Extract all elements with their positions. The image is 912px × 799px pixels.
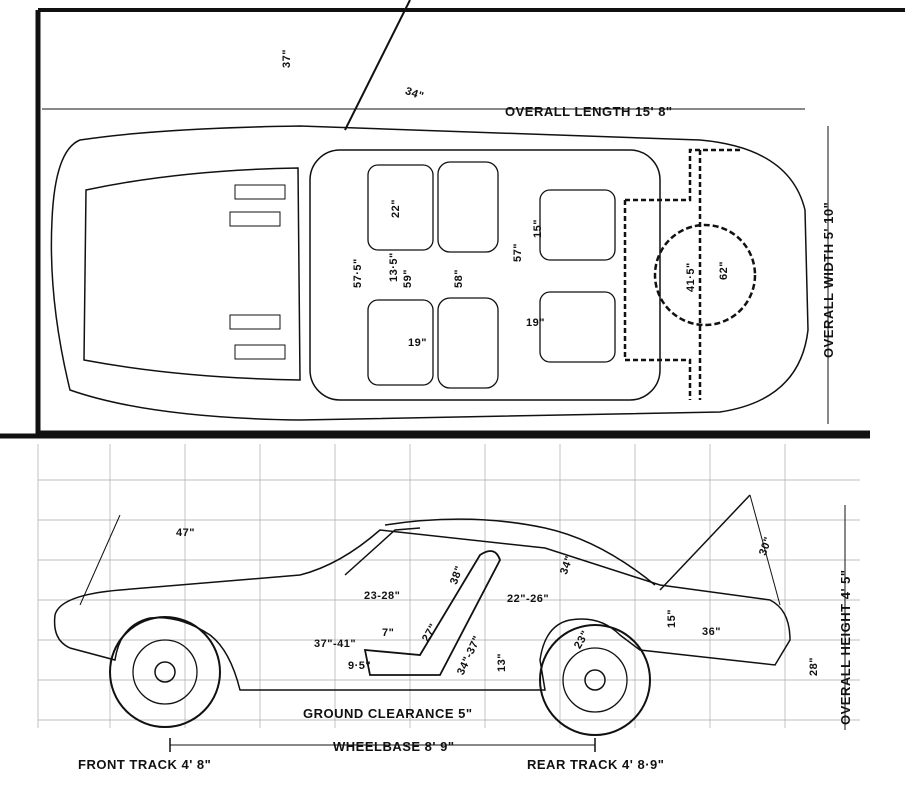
grid-lines	[37, 444, 860, 728]
dim-rear-leg: 22"-26"	[507, 593, 550, 605]
dim-floor-height: 13"	[496, 653, 508, 672]
dim-front-seat-width: 19"	[408, 337, 427, 349]
dim-cabin-width: 57·5"	[352, 258, 364, 288]
dim-boot-length: 36"	[702, 626, 721, 638]
dim-front-leg: 23-28"	[364, 590, 401, 602]
dim-seat-cushion: 7"	[382, 627, 395, 639]
plan-body-outline	[50, 125, 809, 421]
rear-track-label: REAR TRACK 4' 8·9"	[527, 757, 665, 772]
plan-seats	[367, 161, 616, 389]
dim-rear-seat-width: 19"	[526, 317, 545, 329]
overall-height-label: OVERALL HEIGHT 4' 5"	[838, 569, 853, 725]
overall-length-label: OVERALL LENGTH 15' 8"	[505, 104, 673, 119]
ground-clearance-label: GROUND CLEARANCE 5"	[303, 706, 473, 721]
wheelbase-label: WHEELBASE 8' 9"	[333, 739, 455, 754]
dim-boot-height: 15"	[666, 609, 678, 628]
dim-rear-shoulder: 57"	[512, 243, 524, 262]
dim-boot-depth: 41·5"	[685, 262, 697, 292]
spare-wheel	[653, 223, 757, 327]
dim-hood-open: 37"	[281, 49, 293, 68]
dim-seat-gap: 13·5"	[388, 252, 400, 282]
side-seat	[363, 550, 501, 676]
front-wheel	[109, 616, 221, 728]
plan-cabin	[309, 149, 661, 401]
front-track-label: FRONT TRACK 4' 8"	[78, 757, 212, 772]
overall-width-label: OVERALL WIDTH 5' 10"	[821, 201, 836, 358]
dim-bonnet-angle: 47"	[176, 527, 195, 539]
plan-bonnet	[83, 167, 301, 381]
dim-seat-height: 9·5"	[348, 660, 372, 672]
plan-boot	[623, 148, 740, 400]
dim-rear-seat-depth: 15"	[532, 219, 544, 238]
bonnet-vents	[229, 184, 286, 360]
rear-wheel	[539, 624, 651, 736]
dim-shoulder-rear: 58"	[453, 269, 465, 288]
side-windshield	[344, 527, 421, 576]
dim-front-seat-depth: 22"	[390, 199, 402, 218]
plan-frame-left	[35, 10, 870, 436]
side-roof	[384, 518, 656, 586]
dim-boot-dia: 62"	[718, 261, 730, 280]
dim-pedal: 37"-41"	[314, 638, 357, 650]
dim-bumper-height: 28"	[808, 657, 820, 676]
dim-shoulder-front: 59"	[402, 269, 414, 288]
side-body-outline	[53, 529, 791, 691]
